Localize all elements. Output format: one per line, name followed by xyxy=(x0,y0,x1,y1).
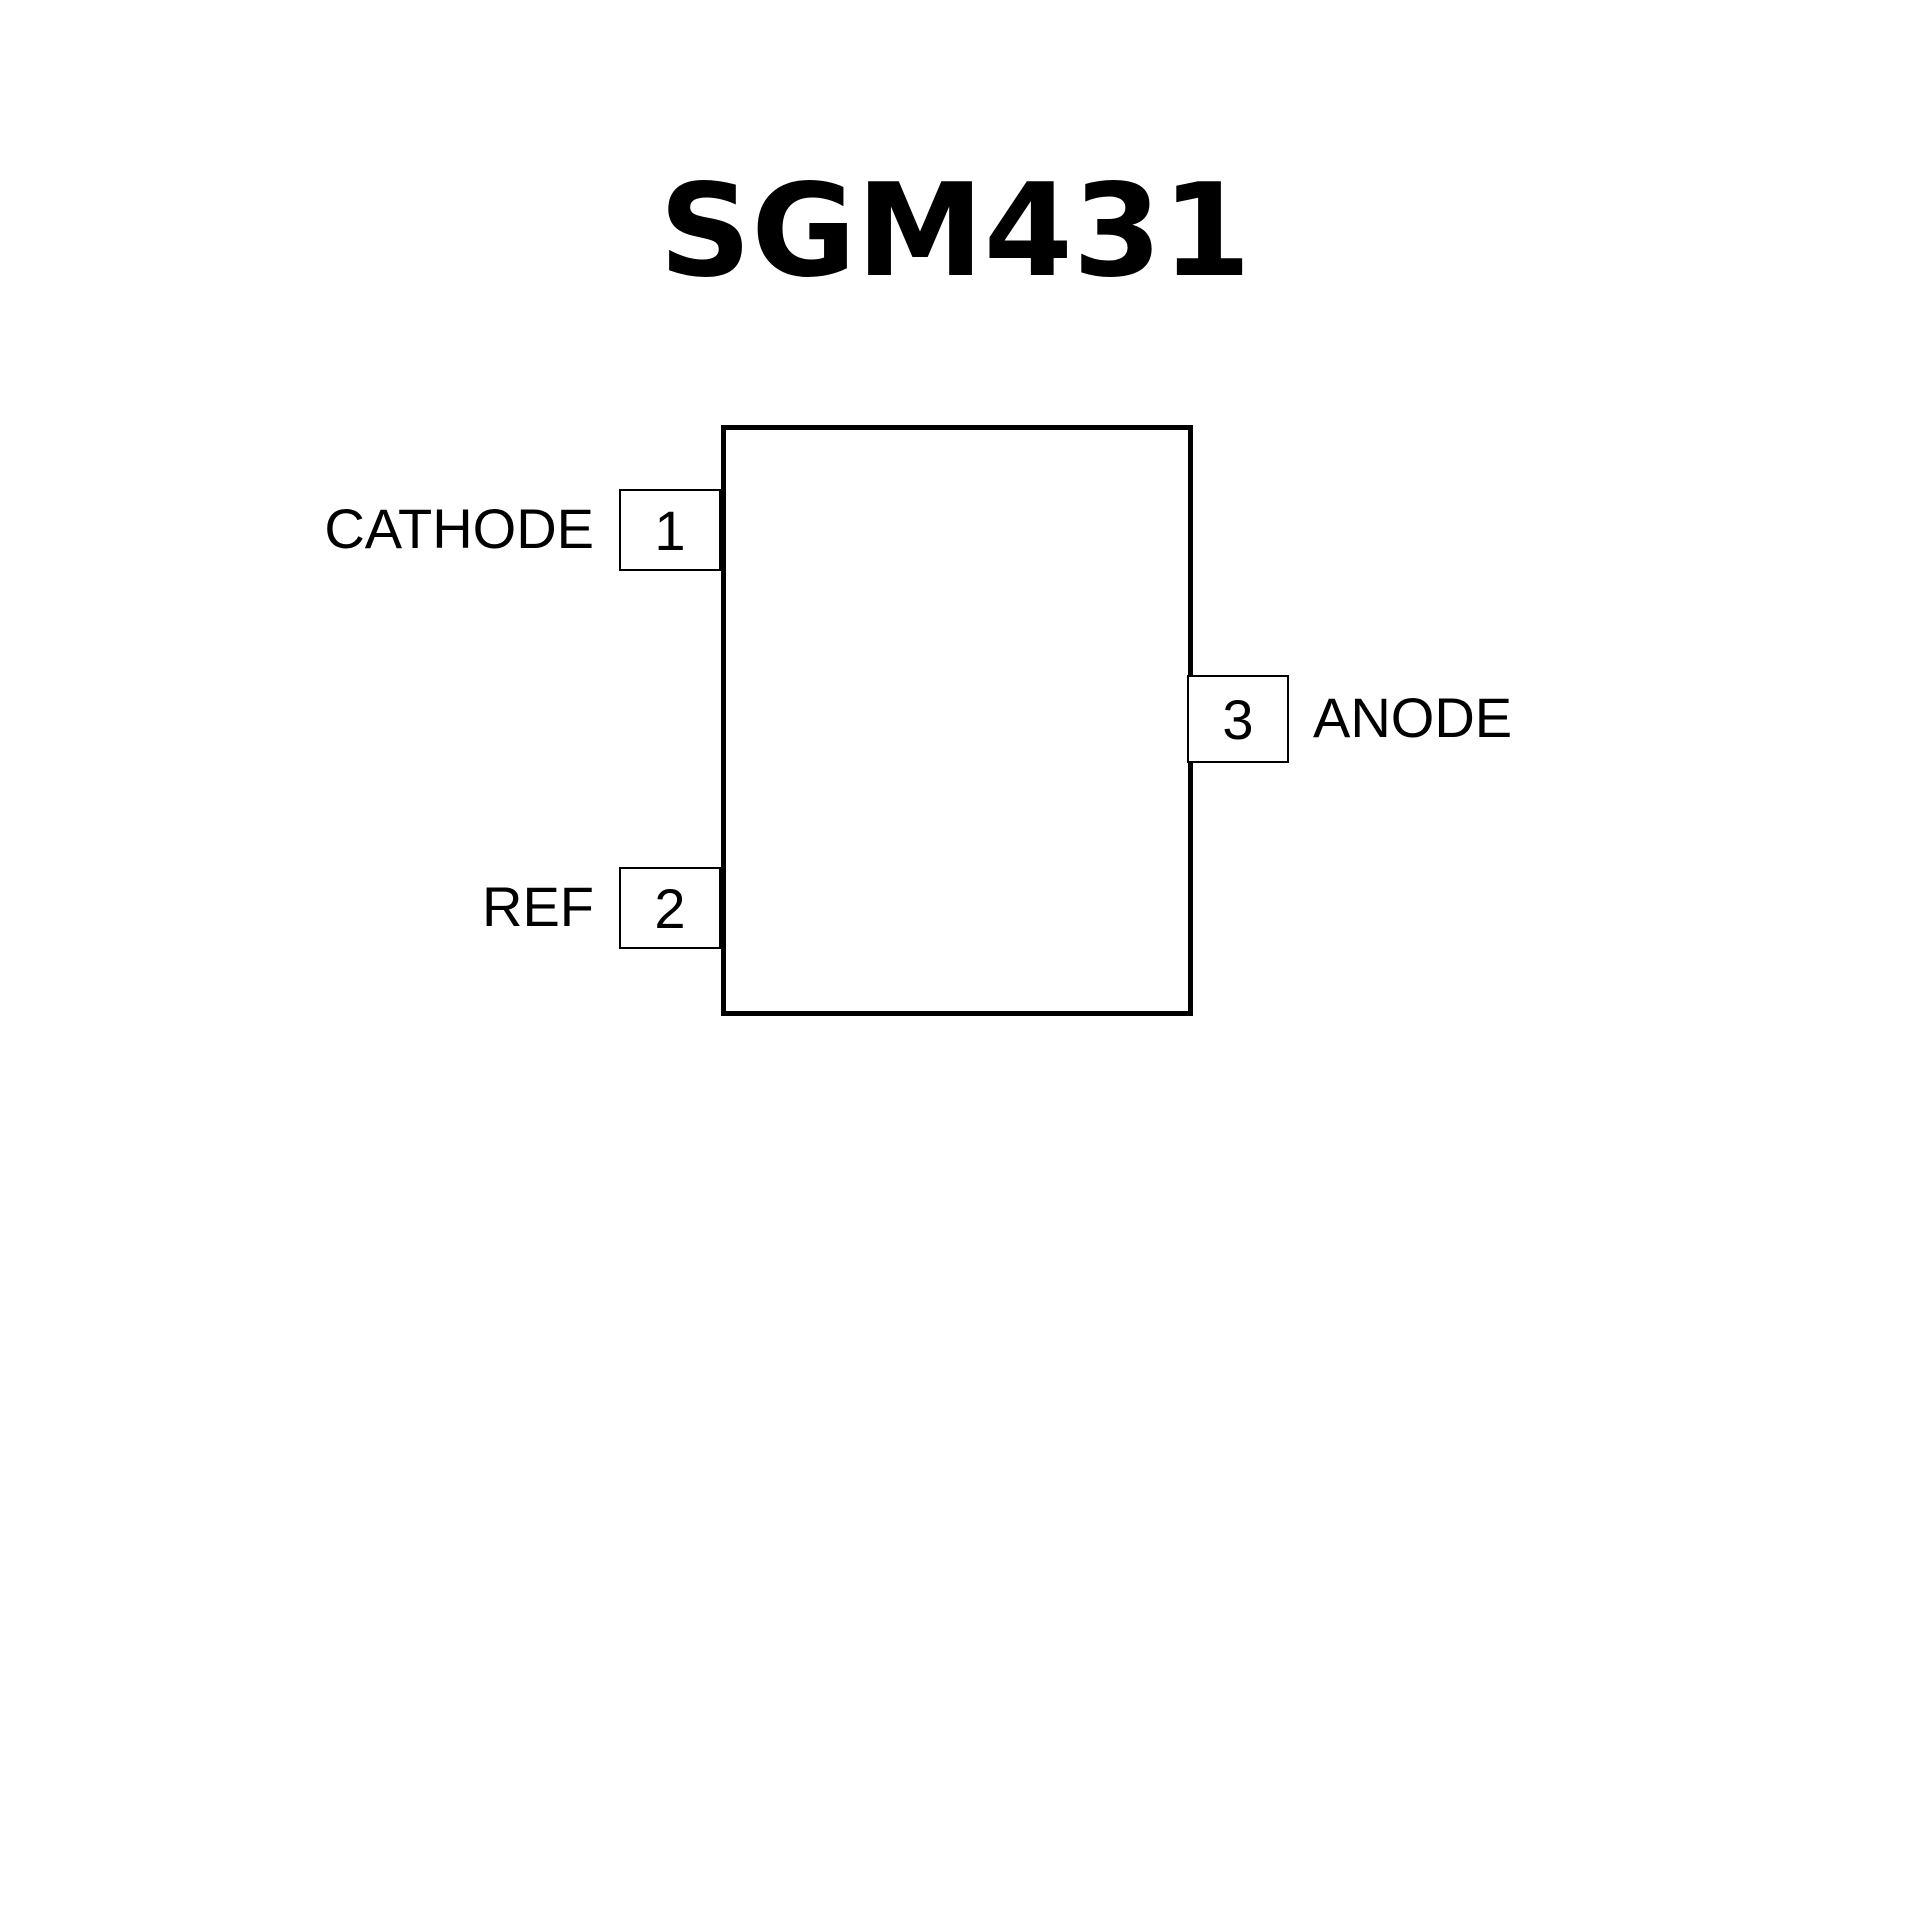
pin-2-label: REF xyxy=(482,875,594,938)
pin-3-box: 3 xyxy=(1187,675,1289,763)
package-body xyxy=(721,425,1193,1016)
pin-3-label: ANODE xyxy=(1313,686,1513,749)
pin-1-box: 1 xyxy=(619,489,721,571)
part-title: SGM431 xyxy=(659,157,1251,306)
pin-1-label: CATHODE xyxy=(324,497,594,560)
pin-2-box: 2 xyxy=(619,867,721,949)
